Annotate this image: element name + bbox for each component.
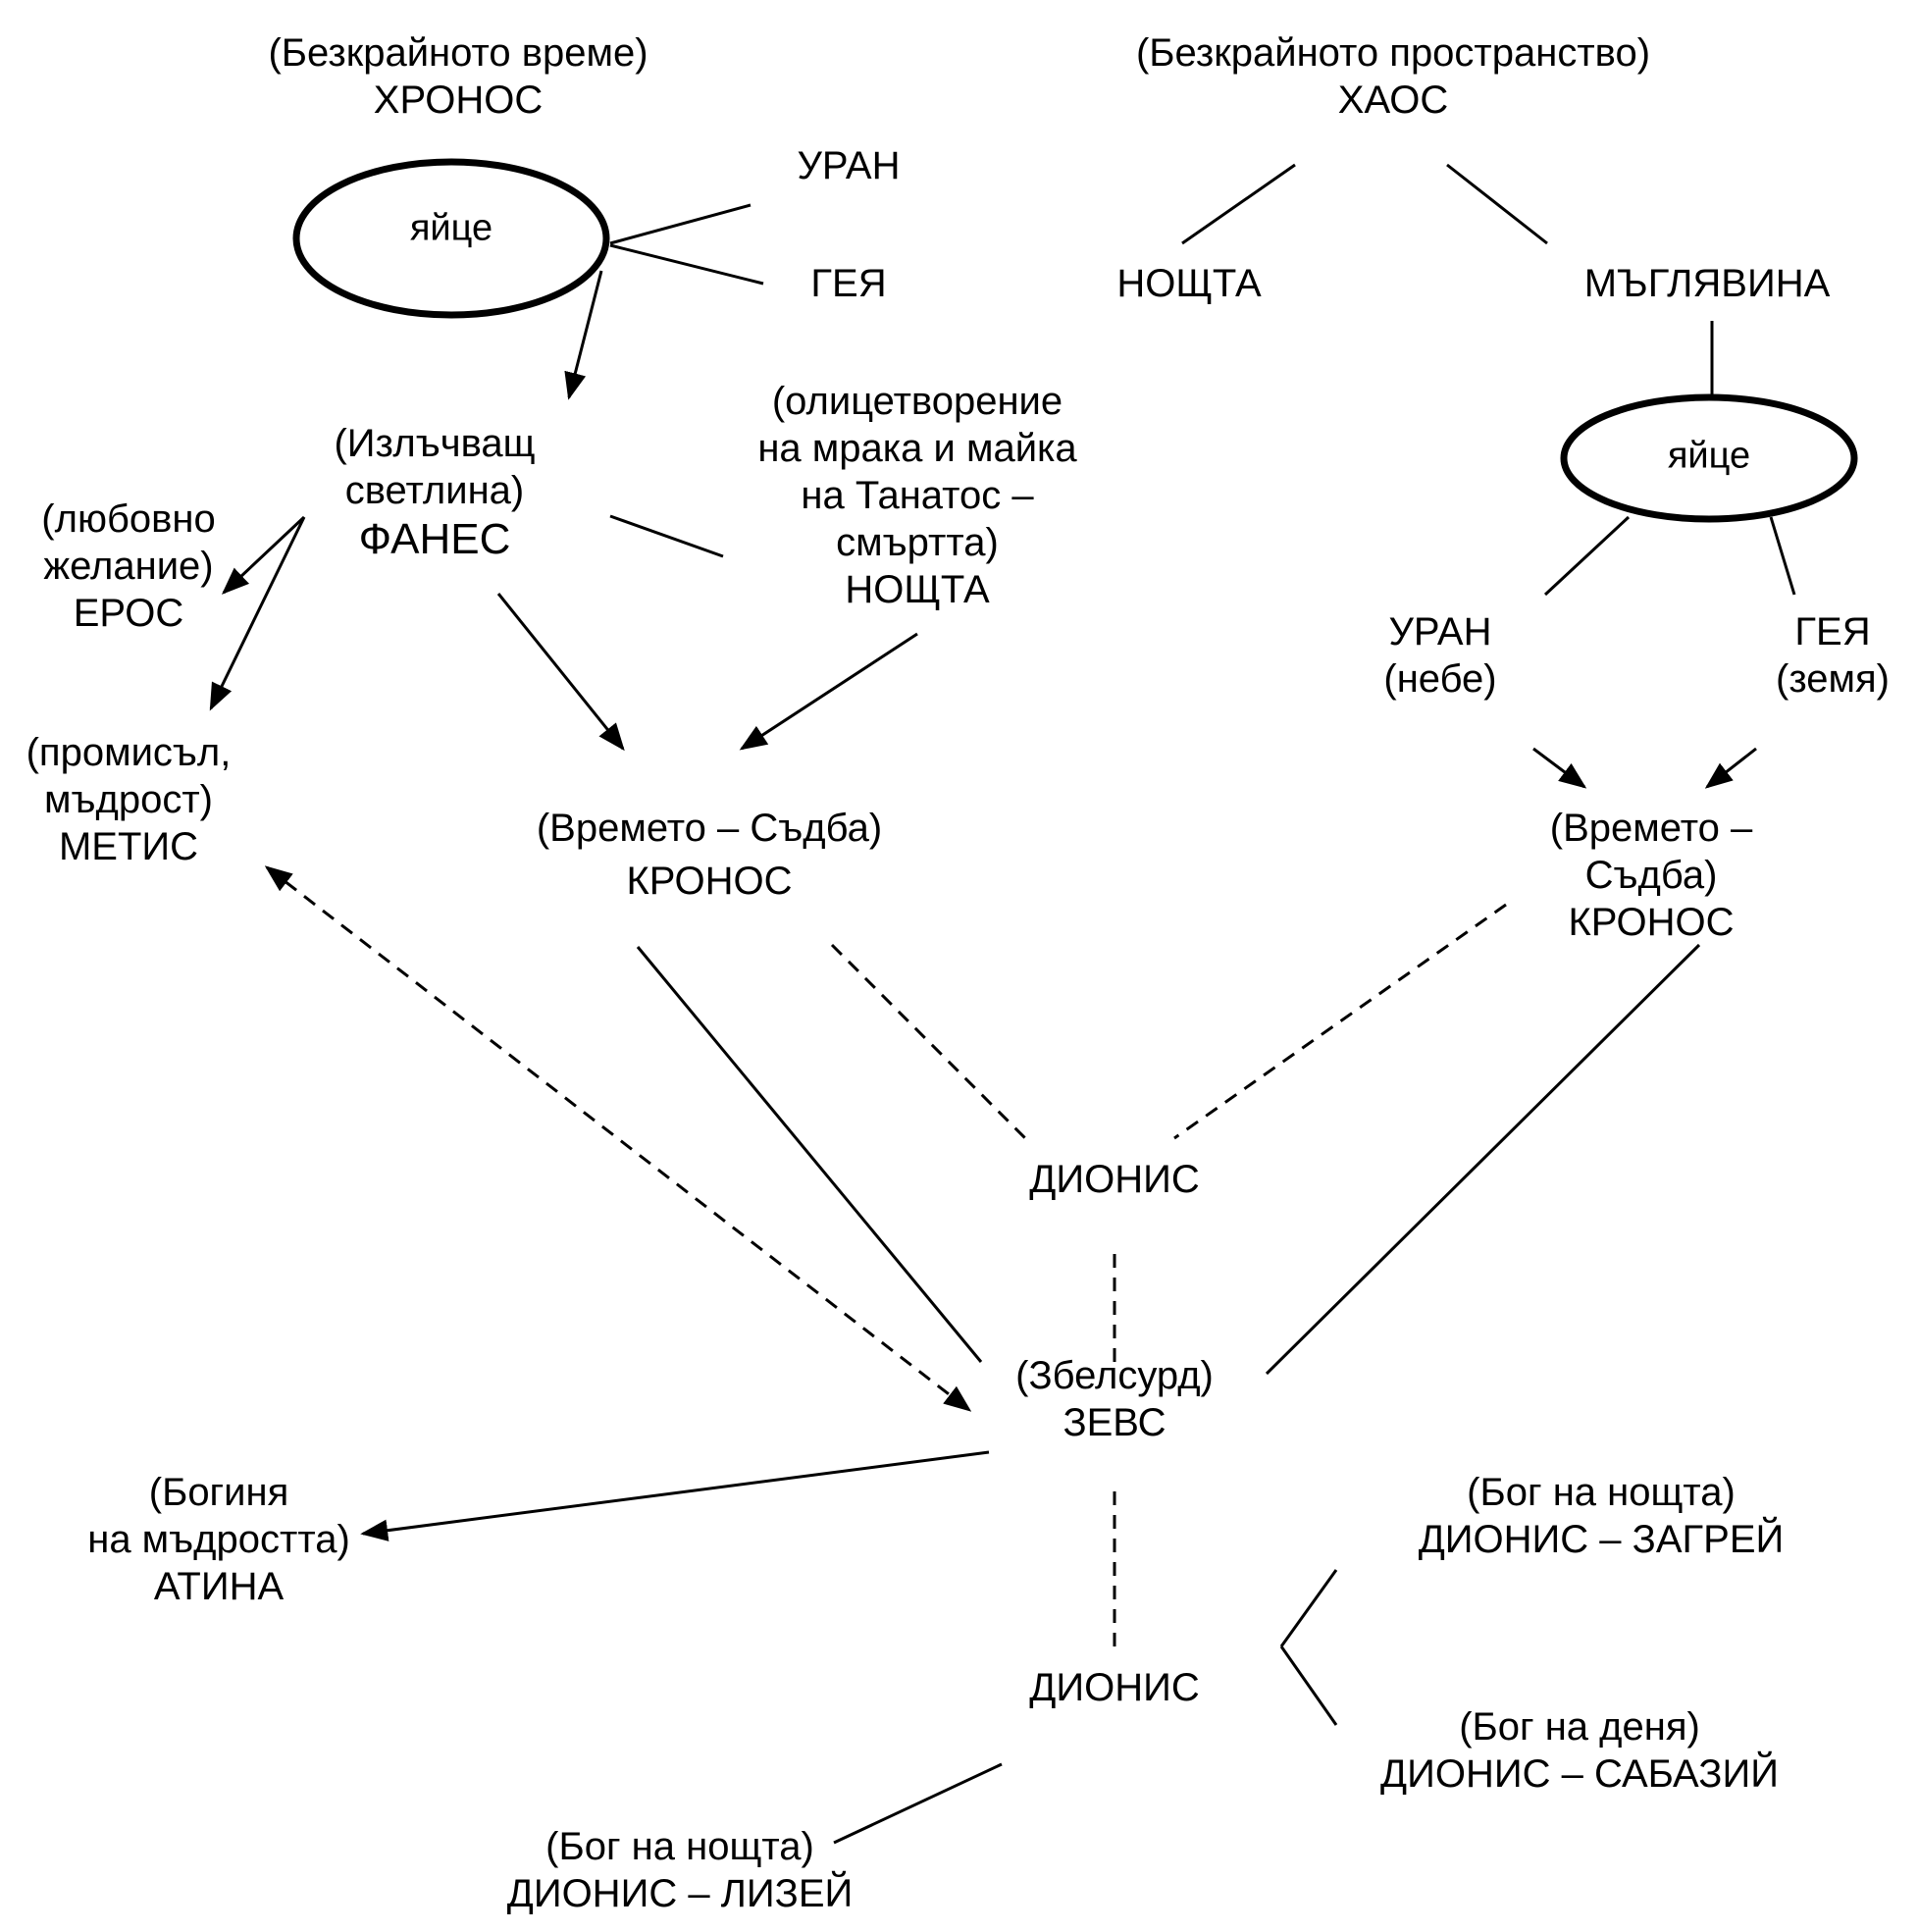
node-dionis-top: ДИОНИС	[1029, 1156, 1199, 1203]
node-uran-right-desc: (небе)	[1383, 657, 1497, 701]
node-kronos-left: (Времето – Съдба) КРОНОС	[537, 805, 882, 905]
node-haos-desc: (Безкрайното пространство)	[1135, 31, 1651, 75]
edge-egg-uran	[609, 203, 752, 245]
node-eros: (любовно желание) ЕРОС	[41, 496, 215, 637]
node-maglyavina: МЪГЛЯВИНА	[1584, 260, 1831, 307]
node-kronos-right: (Времето – Съдба) КРОНОС	[1550, 805, 1752, 946]
node-noshta-mid-desc-4: смъртта)	[836, 521, 999, 564]
node-noshta-mid-name: НОЩТА	[845, 568, 990, 611]
node-sabazii: (Бог на деня) ДИОНИС – САБАЗИЙ	[1380, 1703, 1779, 1798]
node-uran-left-name: УРАН	[797, 144, 901, 187]
node-fanes-desc-2: светлина)	[344, 469, 525, 512]
edge-kronos-left-zevs	[636, 946, 983, 1363]
node-zagrei-desc: (Бог на нощта)	[1467, 1471, 1736, 1514]
node-metis-desc-1: (промисъл,	[26, 731, 232, 774]
node-atina-desc-2: на мъдростта)	[87, 1518, 350, 1561]
node-atina-name: АТИНА	[153, 1565, 285, 1608]
edge-haos-noshta	[1181, 163, 1296, 245]
edge-zevs-atina	[360, 1450, 990, 1541]
node-metis-name: МЕТИС	[58, 825, 199, 868]
node-lizei-desc: (Бог на нощта)	[545, 1825, 814, 1868]
node-noshta-mid-desc-2: на мрака и майка	[757, 427, 1077, 470]
node-sabazii-name: ДИОНИС – САБАЗИЙ	[1380, 1752, 1779, 1796]
node-eros-desc-2: желание)	[43, 545, 214, 588]
node-zagrei: (Бог на нощта) ДИОНИС – ЗАГРЕЙ	[1419, 1469, 1785, 1563]
node-noshta-mid: (олицетворение на мрака и майка на Танат…	[757, 378, 1076, 613]
node-geya-right: ГЕЯ (земя)	[1776, 608, 1890, 703]
node-noshta-mid-desc-1: (олицетворение	[771, 380, 1063, 423]
node-kronos-right-desc-1: (Времето –	[1549, 807, 1753, 850]
node-haos: (Безкрайното пространство) ХАОС	[1136, 29, 1650, 124]
edge-egg-geya	[609, 243, 764, 286]
edge-kronos-right-dionis	[1173, 903, 1507, 1140]
node-metis: (промисъл, мъдрост) МЕТИС	[26, 729, 232, 870]
node-eros-name: ЕРОС	[73, 592, 184, 635]
node-zevs-name: ЗЕВС	[1063, 1401, 1166, 1444]
node-eros-desc-1: (любовно	[41, 497, 216, 541]
edge-fanes-noshta	[609, 514, 724, 558]
node-dionis-bottom: ДИОНИС	[1029, 1664, 1199, 1711]
node-kronos-left-name: КРОНОС	[626, 860, 793, 903]
edge-haos-maglyavina	[1446, 163, 1548, 245]
node-zagrei-name: ДИОНИС – ЗАГРЕЙ	[1418, 1518, 1785, 1561]
node-sabazii-desc: (Бог на деня)	[1459, 1705, 1700, 1749]
node-maglyavina-name: МЪГЛЯВИНА	[1583, 262, 1831, 305]
edge-egg-geya-right	[1769, 516, 1796, 596]
egg-right-shape	[1560, 393, 1858, 523]
node-kronos-right-name: КРОНОС	[1568, 901, 1735, 944]
edge-kronos-left-dionis	[830, 943, 1027, 1140]
node-atina-desc-1: (Богиня	[148, 1471, 289, 1514]
edge-uran-kronos	[1532, 747, 1587, 789]
node-atina: (Богиня на мъдростта) АТИНА	[87, 1469, 350, 1610]
edge-dionis-zagrei	[1279, 1569, 1338, 1647]
edge-geya-kronos	[1704, 747, 1757, 789]
node-kronos-right-desc-2: Съдба)	[1584, 854, 1718, 897]
node-geya-right-name: ГЕЯ	[1794, 610, 1871, 653]
node-fanes-desc-1: (Излъчващ	[334, 422, 536, 465]
edge-noshta-kronos	[739, 632, 918, 751]
node-noshta-top-name: НОЩТА	[1116, 262, 1262, 305]
node-metis-desc-2: мъдрост)	[44, 778, 213, 821]
node-uran-left: УРАН	[798, 142, 901, 189]
node-geya-left-name: ГЕЯ	[810, 262, 887, 305]
edge-dionis-lizei	[833, 1762, 1003, 1845]
node-geya-right-desc: (земя)	[1776, 657, 1890, 701]
egg-left-shape	[292, 158, 610, 319]
node-lizei: (Бог на нощта) ДИОНИС – ЛИЗЕЙ	[507, 1823, 854, 1917]
node-noshta-top: НОЩТА	[1116, 260, 1261, 307]
edge-kronos-right-zevs	[1265, 943, 1701, 1376]
edge-egg-uran-right	[1543, 515, 1631, 597]
edge-fanes-metis	[209, 516, 306, 711]
node-geya-left: ГЕЯ	[810, 260, 886, 307]
node-fanes: (Излъчващ светлина) ФАНЕС	[334, 420, 535, 565]
node-noshta-mid-desc-3: на Танатос –	[801, 474, 1034, 517]
node-hronos: (Безкрайното време) ХРОНОС	[268, 29, 648, 124]
edge-fanes-kronos	[496, 593, 625, 752]
node-hronos-name: ХРОНОС	[373, 78, 544, 122]
node-dionis-bottom-name: ДИОНИС	[1029, 1666, 1200, 1709]
edge-fanes-eros	[221, 515, 306, 595]
edge-metis-zevs	[264, 865, 972, 1412]
edge-egg-fanes	[564, 270, 603, 400]
node-dionis-top-name: ДИОНИС	[1029, 1158, 1200, 1201]
node-haos-name: ХАОС	[1337, 78, 1449, 122]
node-hronos-desc: (Безкрайното време)	[268, 31, 648, 75]
node-zevs-desc: (Збелсурд)	[1015, 1354, 1214, 1397]
edge-dionis-sabazii	[1279, 1645, 1338, 1726]
node-kronos-left-desc: (Времето – Съдба)	[536, 807, 883, 850]
node-zevs: (Збелсурд) ЗЕВС	[1015, 1352, 1214, 1446]
egg-left-label: яйце	[409, 207, 493, 249]
node-uran-right: УРАН (небе)	[1383, 608, 1496, 703]
node-uran-right-name: УРАН	[1388, 610, 1492, 653]
node-fanes-name: ФАНЕС	[358, 515, 511, 563]
node-lizei-name: ДИОНИС – ЛИЗЕЙ	[506, 1872, 854, 1915]
egg-right-label: яйце	[1667, 435, 1751, 477]
